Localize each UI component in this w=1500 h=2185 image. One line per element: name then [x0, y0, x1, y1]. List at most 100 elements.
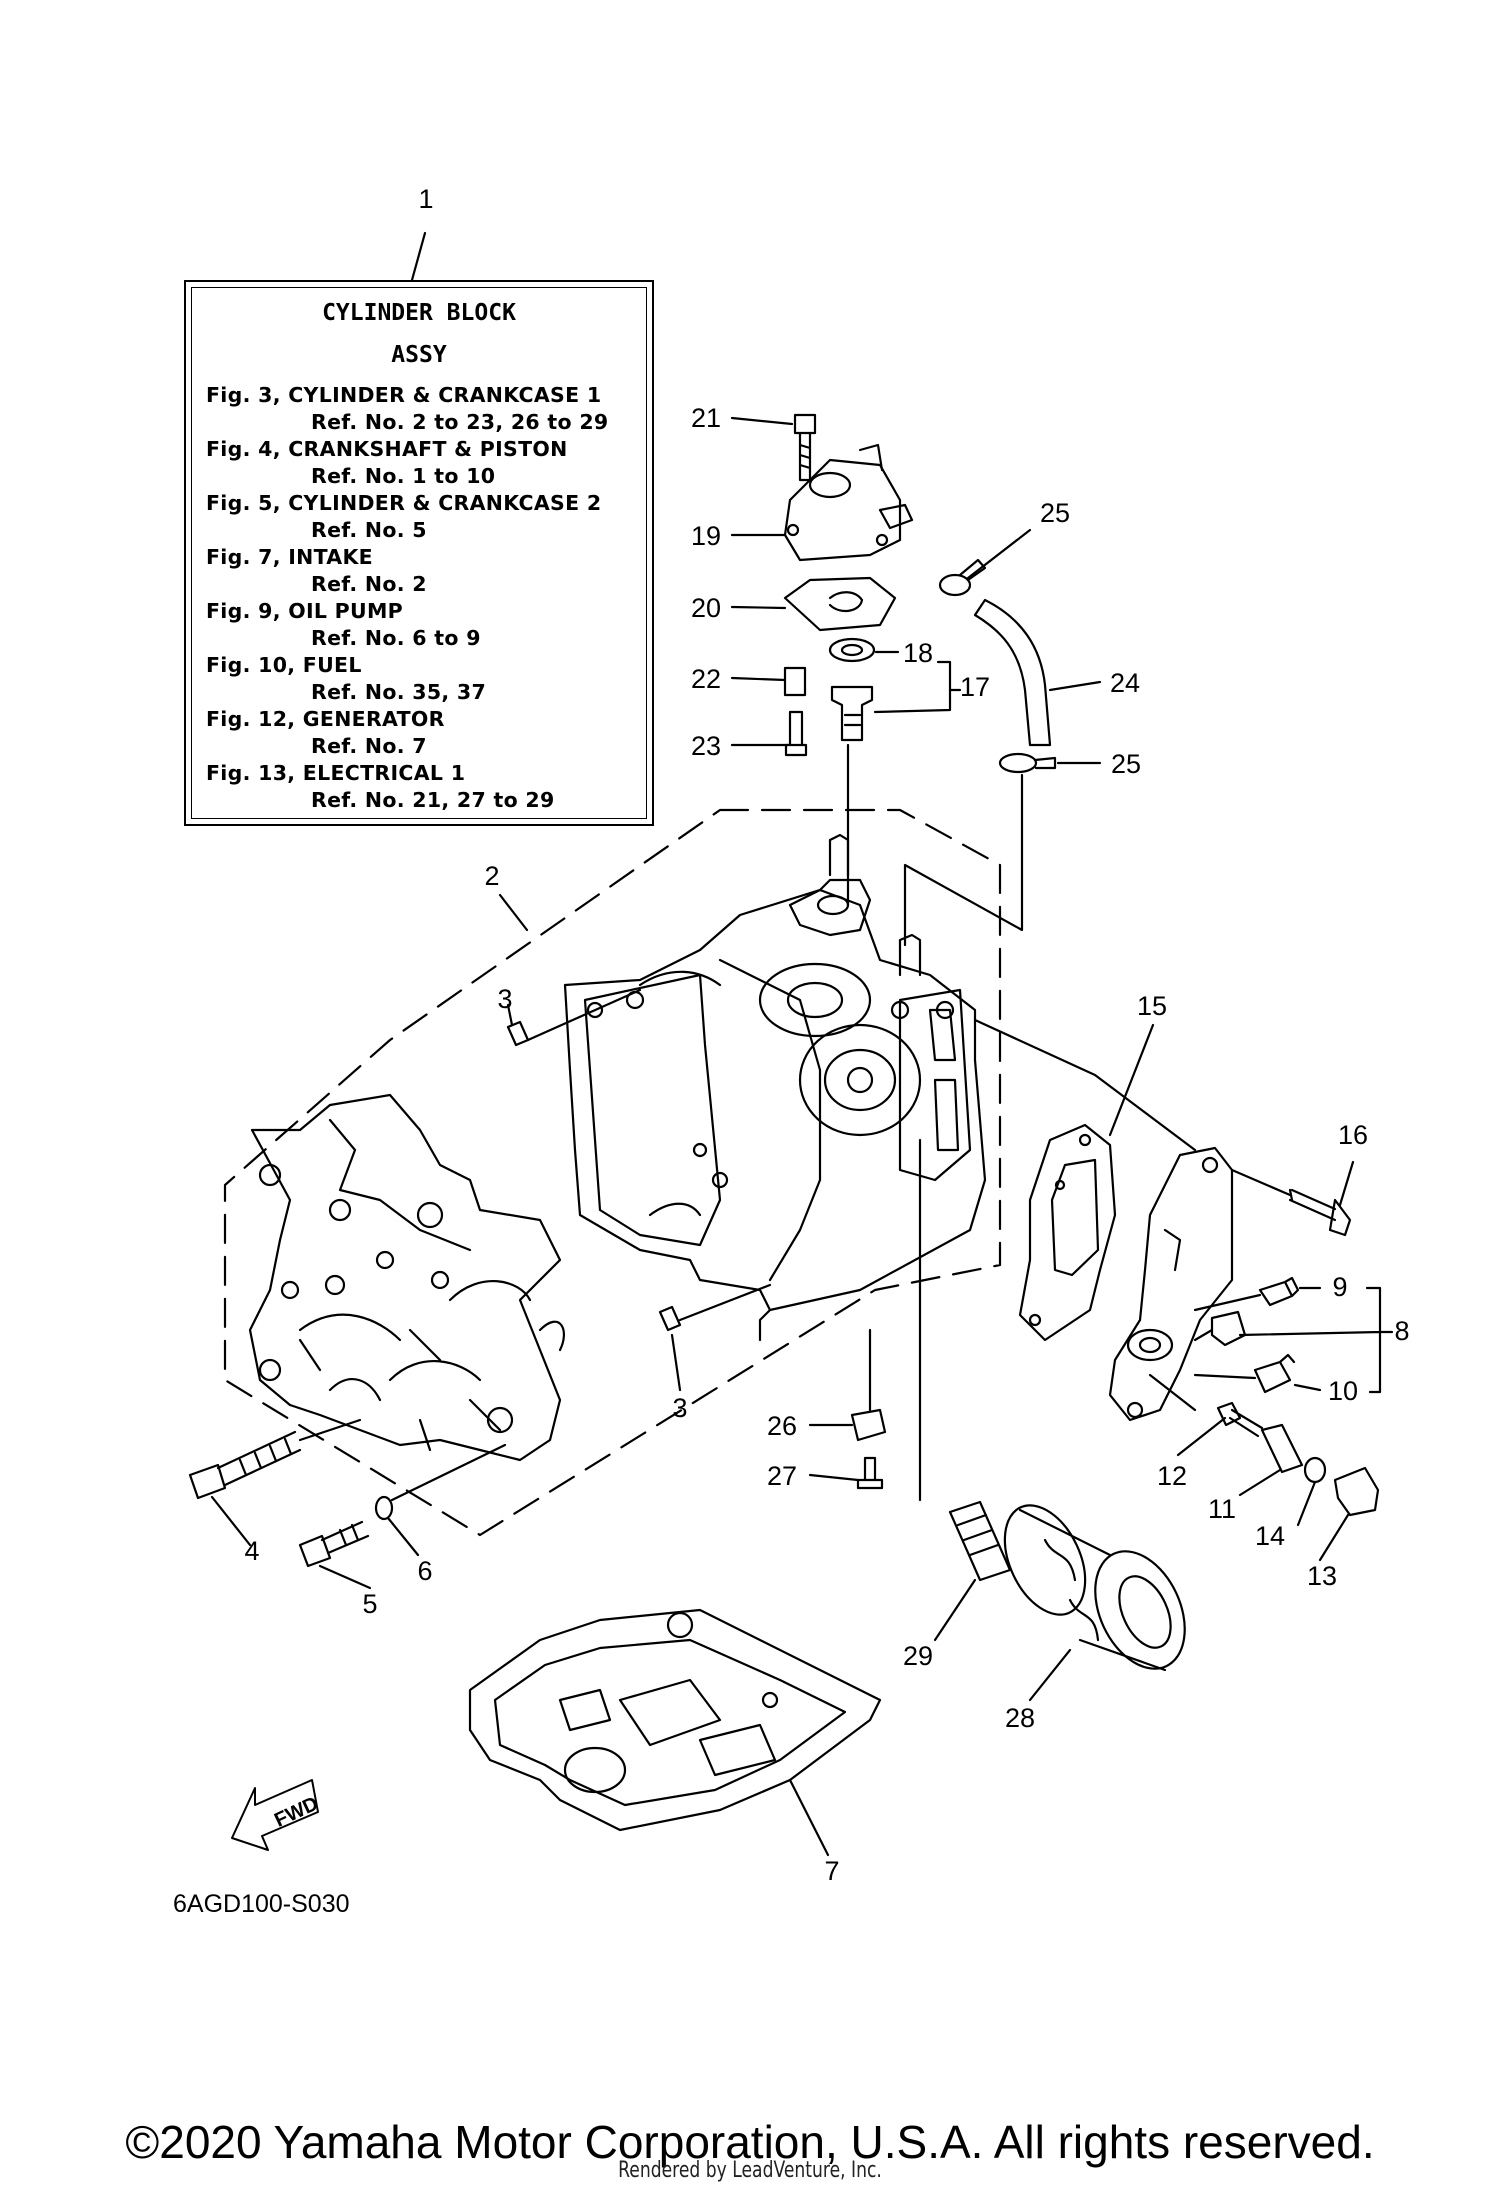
callout-18: 18 — [903, 638, 933, 668]
callout-14: 14 — [1255, 1521, 1285, 1551]
leader-22 — [730, 676, 787, 682]
leader-5 — [318, 1564, 372, 1590]
fig-ref-row-fig: Fig. 10, FUEL — [206, 653, 362, 677]
leader-3-lower — [670, 1283, 772, 1392]
callout-5: 5 — [362, 1589, 377, 1619]
cylinder-block-assy-box: CYLINDER BLOCK ASSY Fig. 3, CYLINDER & C… — [184, 280, 654, 826]
callout-4: 4 — [244, 1536, 259, 1566]
leader-26 — [808, 1328, 872, 1427]
leader-2 — [498, 893, 529, 932]
callout-2: 2 — [484, 861, 499, 891]
fig-ref-row-ref: Ref. No. 35, 37 — [311, 680, 487, 704]
callout-17: 17 — [960, 672, 990, 702]
leader-4 — [210, 1418, 362, 1547]
leader-17-18 — [873, 650, 962, 714]
leader-1 — [410, 231, 427, 282]
callout-25-bottom: 25 — [1111, 749, 1141, 779]
callout-29: 29 — [903, 1641, 933, 1671]
callout-10: 10 — [1328, 1376, 1358, 1406]
seal-18 — [828, 637, 876, 663]
sensor-26 — [850, 1388, 887, 1442]
collar-22 — [783, 666, 807, 697]
assy-dashed-outline — [223, 808, 1002, 1537]
oil-filter-28 — [1003, 1504, 1186, 1672]
leader-20 — [730, 605, 787, 610]
leader-6 — [386, 1443, 507, 1557]
leader-11 — [1238, 1468, 1282, 1497]
callout-6: 6 — [417, 1556, 432, 1586]
fig-ref-row-fig: Fig. 13, ELECTRICAL 1 — [206, 761, 466, 785]
clamp-25-bottom — [998, 752, 1038, 774]
gasket-7 — [468, 1608, 882, 1832]
callout-3-upper: 3 — [497, 984, 512, 1014]
callout-24: 24 — [1110, 668, 1140, 698]
leader-7 — [788, 1778, 830, 1857]
gasket-15 — [1018, 1123, 1117, 1342]
copyright-notice: ©2020 Yamaha Motor Corporation, U.S.A. A… — [125, 2116, 1375, 2168]
fig-ref-row-fig: Fig. 7, INTAKE — [206, 545, 373, 569]
fig-ref-row-ref: Ref. No. 2 — [311, 572, 427, 596]
leader-13 — [1318, 1513, 1350, 1562]
info-box-inner-border — [191, 287, 647, 819]
callout-11: 11 — [1208, 1494, 1236, 1524]
fig-ref-row-fig: Fig. 9, OIL PUMP — [206, 599, 403, 623]
leader-25-top — [966, 528, 1032, 580]
leader-24 — [1048, 680, 1102, 692]
callout-19: 19 — [691, 521, 721, 551]
callout-21: 21 — [691, 403, 721, 433]
fig-ref-row-ref: Ref. No. 1 to 10 — [311, 464, 496, 488]
callout-28: 28 — [1005, 1703, 1035, 1733]
leader-14 — [1296, 1480, 1317, 1527]
washer-6 — [374, 1495, 394, 1521]
leader-29 — [933, 1578, 977, 1642]
dowel-pin-lower — [658, 1305, 682, 1332]
callout-15: 15 — [1137, 991, 1167, 1021]
assembly-line-15 — [973, 1018, 1197, 1152]
fig-ref-row-fig: Fig. 3, CYLINDER & CRANKCASE 1 — [206, 383, 602, 407]
leader-27 — [808, 1473, 860, 1482]
bolt-4 — [188, 1430, 302, 1500]
fig-ref-row-fig: Fig. 12, GENERATOR — [206, 707, 445, 731]
clamp-25-top — [938, 573, 972, 597]
fig-ref-row-ref: Ref. No. 5 — [311, 518, 427, 542]
callout-8: 8 — [1394, 1316, 1409, 1346]
rendered-by-credit: Rendered by LeadVenture, Inc. — [618, 2158, 882, 2183]
callout-20: 20 — [691, 593, 721, 623]
fig-ref-row-ref: Ref. No. 7 — [311, 734, 427, 758]
fig-ref-row-fig: Fig. 4, CRANKSHAFT & PISTON — [206, 437, 568, 461]
callout-23: 23 — [691, 731, 721, 761]
leader-21 — [730, 416, 794, 426]
callout-27: 27 — [767, 1461, 797, 1491]
valve-body — [1210, 1310, 1247, 1347]
fig-ref-row-ref: Ref. No. 6 to 9 — [311, 626, 481, 650]
assembly-line-hose — [903, 773, 1024, 947]
bolt-23 — [784, 710, 808, 757]
callout-3-lower: 3 — [672, 1393, 687, 1423]
hose-24 — [973, 598, 1052, 747]
crankcase-half — [248, 1093, 565, 1462]
bolt-27 — [856, 1456, 884, 1490]
leader-16 — [1230, 1160, 1355, 1207]
union-bolt-29 — [948, 1500, 1012, 1582]
plug-10 — [1253, 1353, 1296, 1394]
bolt-5 — [298, 1520, 370, 1568]
box-title-line2: ASSY — [391, 342, 447, 368]
callout-16: 16 — [1338, 1120, 1368, 1150]
thermostat-cover — [783, 443, 914, 562]
callout-25-top: 25 — [1040, 498, 1070, 528]
leader-15 — [1108, 1023, 1155, 1137]
leader-28 — [1028, 1648, 1072, 1702]
collar-11 — [1260, 1423, 1304, 1474]
callout-13: 13 — [1307, 1561, 1337, 1591]
fig-ref-row-ref: Ref. No. 21, 27 to 29 — [311, 788, 555, 812]
callout-26: 26 — [767, 1411, 797, 1441]
leader-9-10 — [1193, 1286, 1392, 1394]
drawing-code: 6AGD100-S030 — [173, 1890, 350, 1918]
callout-9: 9 — [1332, 1272, 1347, 1302]
callout-22: 22 — [691, 664, 721, 694]
fig-ref-row-fig: Fig. 5, CYLINDER & CRANKCASE 2 — [206, 491, 602, 515]
callout-12: 12 — [1157, 1461, 1187, 1491]
callout-1: 1 — [418, 184, 433, 214]
box-title-line1: CYLINDER BLOCK — [322, 300, 516, 326]
